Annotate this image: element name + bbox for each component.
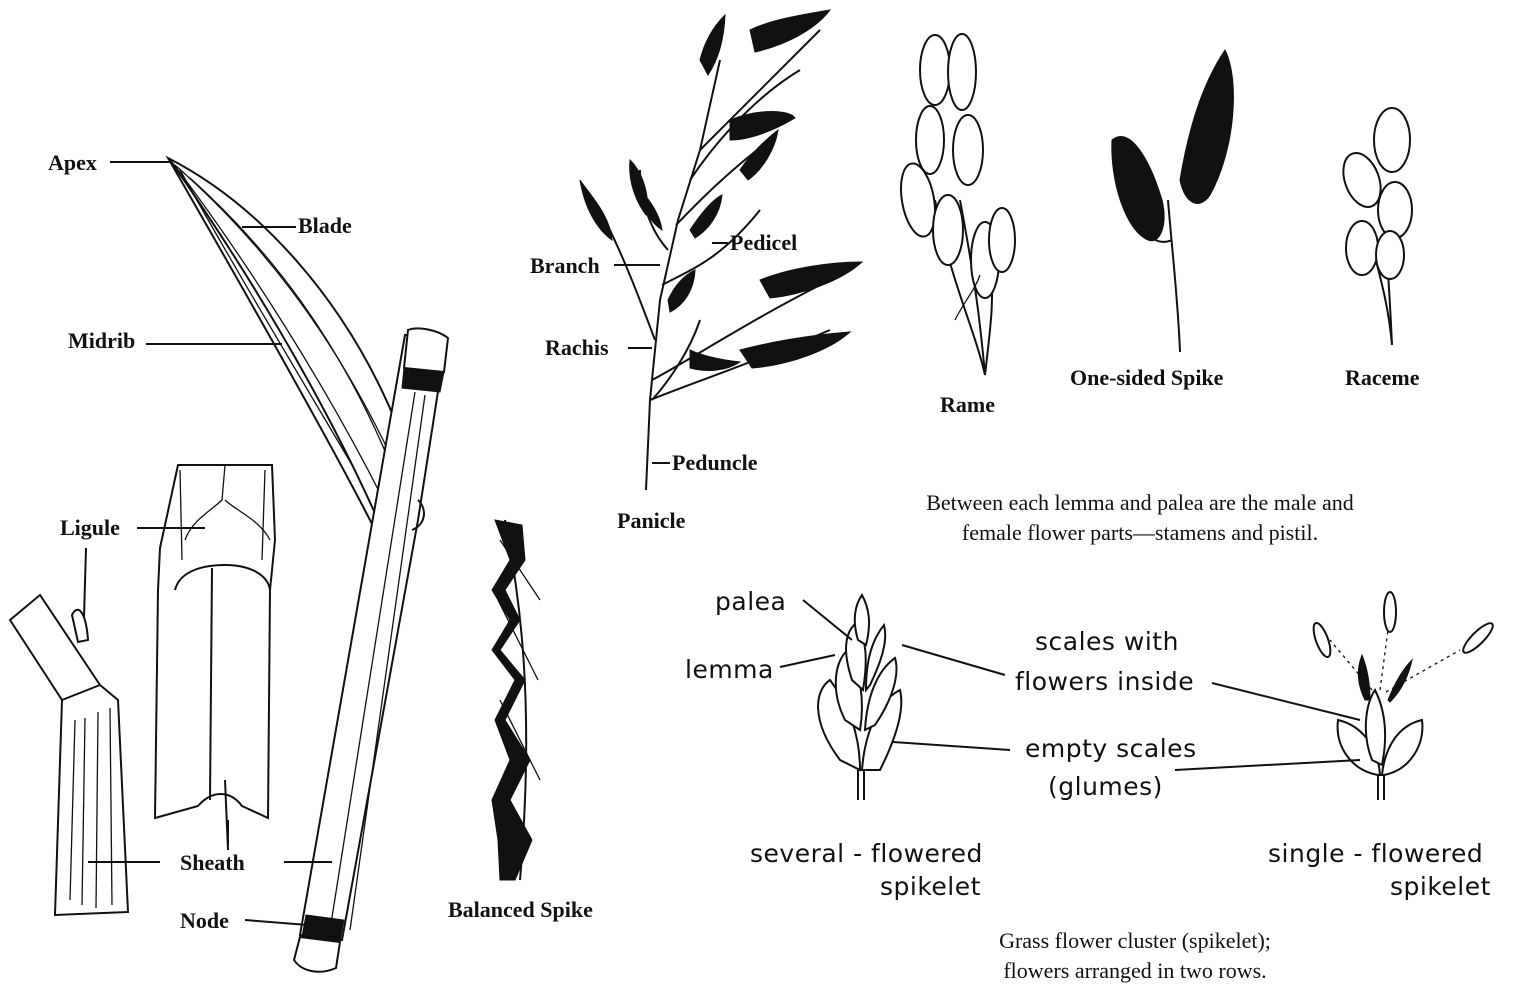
scales-with-leader-left [902,645,1005,675]
raceme-label: Raceme [1345,365,1420,390]
panicle-label: Panicle [617,508,686,533]
empty-scales-label-line2: (glumes) [1048,772,1163,801]
branch-label: Branch [530,253,600,278]
sheath-label: Sheath [180,850,245,875]
panicle-drawing [580,10,862,490]
single-flowered-label-line1: single - flowered [1268,839,1483,868]
palea-leader [803,600,852,640]
scales-with-leader-right [1212,683,1360,720]
several-flowered-label-line1: several - flowered [750,839,983,868]
midrib-label: Midrib [68,328,135,353]
pedicel-label: Pedicel [730,230,797,255]
scales-with-label-line1: scales with [1035,627,1179,656]
balanced-spike-label: Balanced Spike [448,897,593,922]
rachis-label: Rachis [545,335,609,360]
peduncle-label: Peduncle [672,450,758,475]
rame-drawing [896,34,1015,375]
empty-scales-label-line1: empty scales [1025,734,1197,763]
empty-scales-leader-left [893,742,1010,750]
sheath-detail-drawing [155,465,275,850]
several-flowered-label-line2: spikelet [880,872,981,901]
raceme-drawing [1336,108,1412,345]
spikelet-caption-line2: flowers arranged in two rows. [1003,958,1266,983]
flower-note-line2: female flower parts—stamens and pistil. [962,520,1318,545]
lemma-label: lemma [685,655,774,684]
ligule-bent-stem-drawing [10,595,128,915]
single-flowered-label-line2: spikelet [1390,872,1491,901]
spikelet-caption-line1: Grass flower cluster (spikelet); [999,928,1271,953]
scales-with-label-line2: flowers inside [1015,667,1194,696]
one-sided-spike-drawing [1112,50,1234,352]
apex-label: Apex [48,150,97,175]
rame-label: Rame [940,392,995,417]
balanced-spike-drawing [492,520,540,880]
ligule-label: Ligule [60,515,120,540]
blade-label: Blade [298,213,352,238]
empty-scales-leader-right [1175,760,1360,770]
node-label: Node [180,908,229,933]
palea-label: palea [715,587,786,616]
flower-note-line1: Between each lemma and palea are the mal… [926,490,1354,515]
single-flowered-spikelet-drawing [1310,592,1496,800]
several-flowered-spikelet-drawing [818,595,901,800]
lemma-leader [780,655,835,667]
one-sided-spike-label: One-sided Spike [1070,365,1224,390]
ligule-leader-small [84,548,86,618]
node-leader [245,920,308,925]
